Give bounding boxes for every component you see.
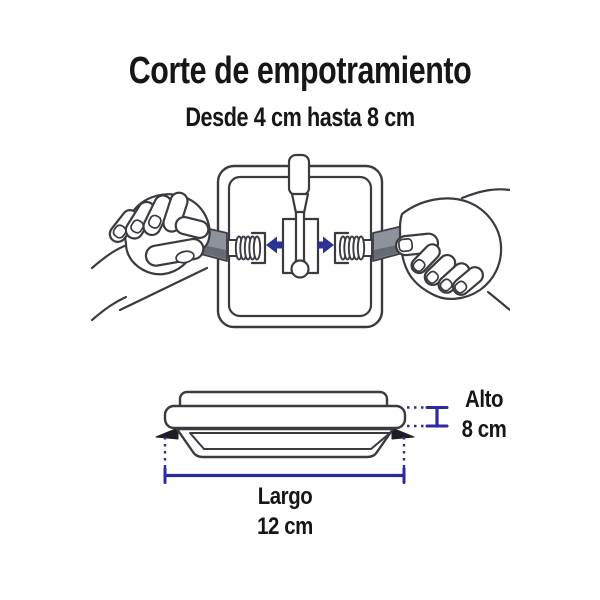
largo-value: 12 cm (257, 513, 313, 540)
largo-dimension-line (163, 437, 406, 484)
panel-side-view: Alto 8 cm Largo 12 cm (130, 375, 550, 575)
spring-left-icon (227, 231, 267, 265)
page-subtitle: Desde 4 cm hasta 8 cm (185, 102, 415, 132)
side-view-svg (155, 390, 449, 484)
largo-label: Largo (257, 483, 313, 510)
page-title: Corte de empotramiento (128, 50, 472, 92)
arrow-left-icon (266, 236, 283, 254)
alto-dimension-lines (407, 405, 449, 428)
installation-svg (90, 153, 512, 329)
left-hand-icon (90, 191, 211, 322)
right-hand-icon (395, 188, 512, 312)
arrow-right-icon (318, 236, 334, 254)
mount-clip-left (155, 427, 179, 440)
panel-lens (175, 427, 395, 459)
alto-value: 8 cm (461, 416, 507, 443)
installation-illustration (90, 150, 512, 350)
alto-label: Alto (465, 386, 503, 413)
panel-bezel (163, 404, 407, 430)
spring-right-icon (333, 231, 373, 265)
alto-dimension-label: Alto 8 cm (457, 385, 511, 445)
largo-dimension-label: Largo 12 cm (248, 482, 321, 542)
power-cable-icon (287, 153, 311, 279)
